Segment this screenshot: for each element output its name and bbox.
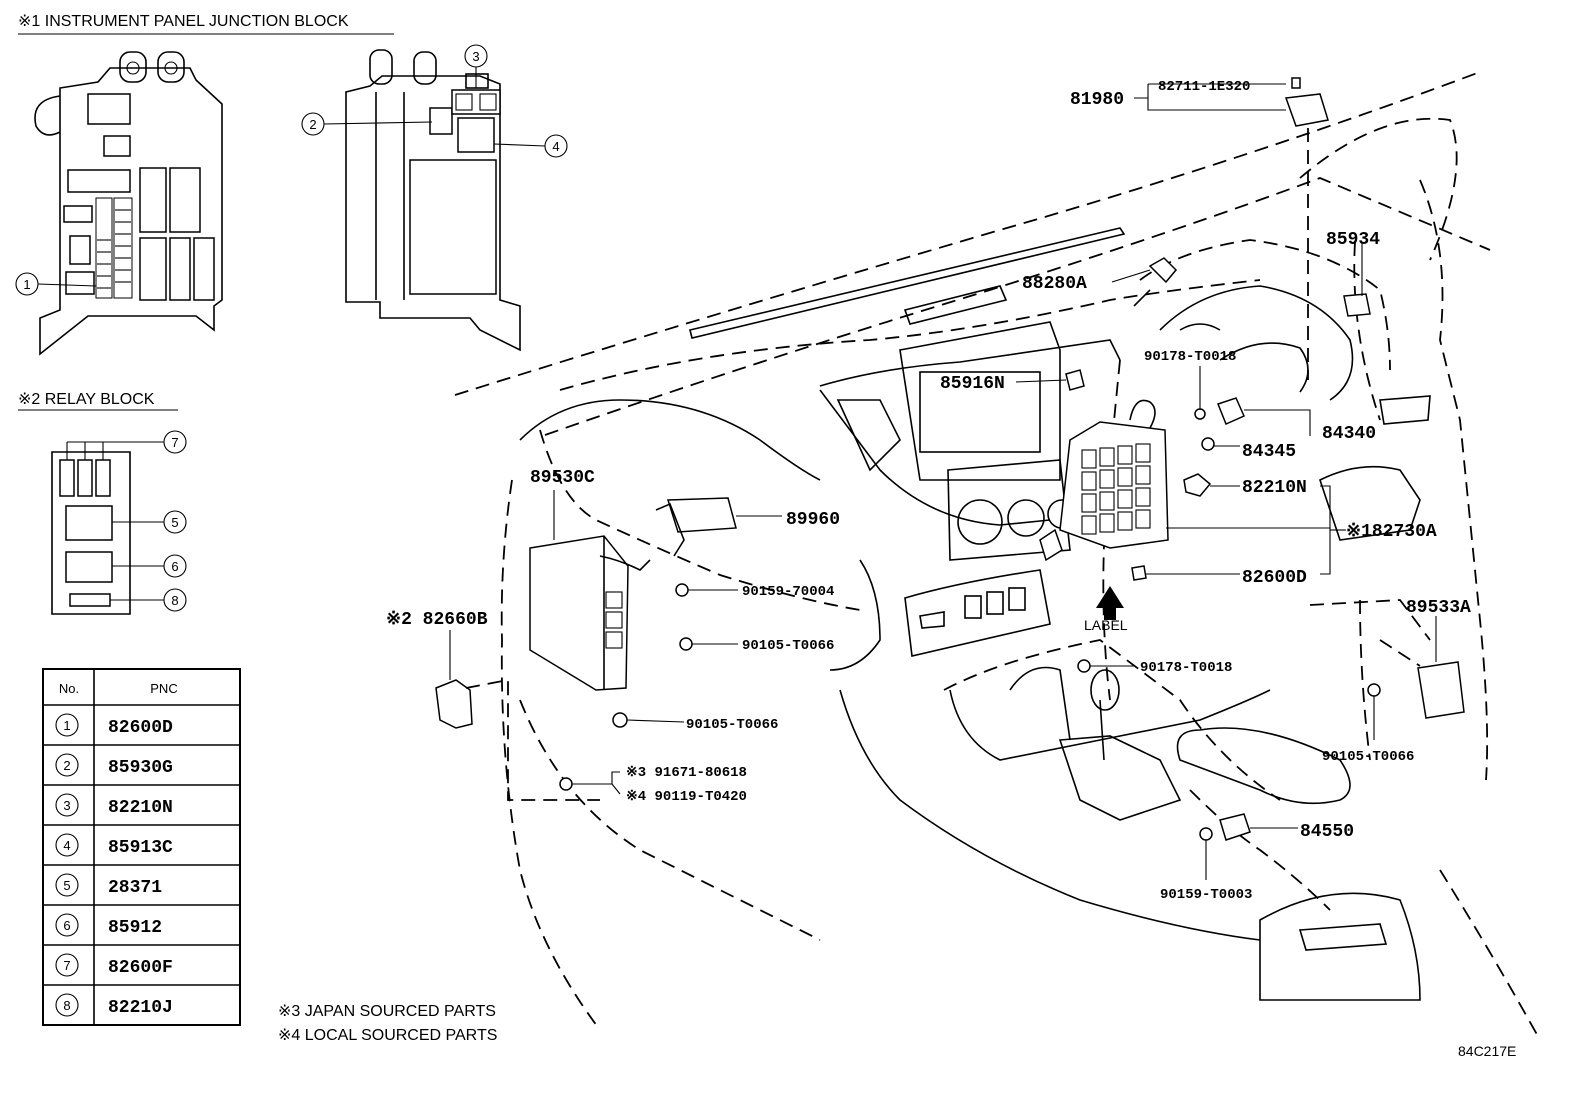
label-90105-t0066-mid: 90105-T0066 xyxy=(742,638,834,654)
part-labels: 81980 82711-1E320 85934 88280A 85916N 90… xyxy=(386,79,1471,903)
callout-7-circle xyxy=(163,430,187,454)
part-84550 xyxy=(1219,813,1251,841)
relay-85934 xyxy=(1343,293,1371,317)
table-row-no: 2 xyxy=(63,758,70,773)
part-89533a xyxy=(1417,661,1465,719)
junction-block-installed xyxy=(1039,399,1169,562)
note-local-sourced: ※4 LOCAL SOURCED PARTS xyxy=(278,1027,497,1044)
note-japan-sourced: ※3 JAPAN SOURCED PARTS xyxy=(278,1003,496,1020)
label-90178-t0018-upper: 90178-T0018 xyxy=(1144,349,1236,365)
dashboard-illustration xyxy=(454,71,1541,1041)
table-row-no: 7 xyxy=(63,958,70,973)
table-row-no: 6 xyxy=(63,918,70,933)
table-row: 4 85913C xyxy=(55,833,173,858)
label-90105-t0066-low: 90105-T0066 xyxy=(686,717,778,733)
label-90178-t0018-lower: 90178-T0018 xyxy=(1140,660,1232,676)
leader-lines xyxy=(449,83,1437,880)
relay-block-title: ※2 RELAY BLOCK xyxy=(18,391,155,408)
label-82210n: 82210N xyxy=(1242,478,1307,498)
part-85916n xyxy=(1065,369,1085,391)
table-row-no: 3 xyxy=(63,798,70,813)
table-row: 3 82210N xyxy=(55,793,173,818)
callout-2: 2 xyxy=(309,117,316,132)
label-89960: 89960 xyxy=(786,510,840,530)
table-header-pnc: PNC xyxy=(150,681,177,696)
parts-glyphs xyxy=(435,77,1465,841)
table-row: 2 85930G xyxy=(55,753,173,778)
figure-code: 84C217E xyxy=(1458,1043,1516,1059)
table-row: 7 82600F xyxy=(55,953,173,978)
junction-block-side-view: 3 2 4 xyxy=(301,44,568,352)
label-84340: 84340 xyxy=(1322,424,1376,444)
callout-1: 1 xyxy=(23,277,30,292)
junction-block-section: ※1 INSTRUMENT PANEL JUNCTION BLOCK xyxy=(15,13,568,356)
label-82600d: 82600D xyxy=(1242,568,1307,588)
label-label-arrow: LABEL xyxy=(1084,617,1128,633)
label-82730a: ※182730A xyxy=(1346,522,1437,542)
callout-5: 5 xyxy=(171,515,178,530)
table-row: 8 82210J xyxy=(55,993,173,1018)
label-arrow-icon xyxy=(1096,586,1124,620)
part-82210n xyxy=(1183,473,1212,497)
table-row-pnc: 82600D xyxy=(108,718,173,738)
table-row-pnc: 82210J xyxy=(108,998,173,1018)
label-90159-t0003: 90159-T0003 xyxy=(1160,887,1252,903)
label-90159-70004: 90159-70004 xyxy=(742,584,834,600)
label-89530c: 89530C xyxy=(530,468,595,488)
callout-4: 4 xyxy=(552,139,559,154)
label-88280a: 88280A xyxy=(1022,274,1087,294)
table-row: 1 82600D xyxy=(55,713,173,738)
callout-5-circle xyxy=(163,510,187,534)
table-row: 5 28371 xyxy=(55,873,162,898)
table-row-no: 5 xyxy=(63,878,70,893)
table-row-no: 4 xyxy=(63,838,70,853)
callout-8: 8 xyxy=(171,593,178,608)
table-row-pnc: 82210N xyxy=(108,798,173,818)
table-row: 6 85912 xyxy=(55,913,162,938)
label-84550: 84550 xyxy=(1300,822,1354,842)
pnc-table: No. PNC 1 82600D 2 85930G 3 82210N 4 859… xyxy=(42,668,241,1026)
relay-81980 xyxy=(1284,93,1329,127)
table-row-pnc: 28371 xyxy=(108,878,162,898)
label-90119-t0420: ※4 90119-T0420 xyxy=(626,789,747,805)
relay-block-section: ※2 RELAY BLOCK 7 5 6 8 xyxy=(18,391,187,615)
label-84345: 84345 xyxy=(1242,442,1296,462)
label-81980: 81980 xyxy=(1070,90,1124,110)
label-82711-1e320: 82711-1E320 xyxy=(1158,79,1250,95)
callout-7: 7 xyxy=(171,435,178,450)
table-row-pnc: 85913C xyxy=(108,838,173,858)
junction-block-title: ※1 INSTRUMENT PANEL JUNCTION BLOCK xyxy=(18,13,349,30)
table-header-no: No. xyxy=(59,681,79,696)
table-row-no: 8 xyxy=(63,998,70,1013)
callout-6: 6 xyxy=(171,559,178,574)
callout-6-circle xyxy=(163,554,187,578)
label-89533a: 89533A xyxy=(1406,598,1471,618)
bracket-82660b xyxy=(435,679,473,729)
callout-8-circle xyxy=(163,588,187,612)
callout-3: 3 xyxy=(472,49,479,64)
part-89960 xyxy=(666,497,737,533)
label-90105-t0066-right: 90105-T0066 xyxy=(1322,749,1414,765)
label-85916n: 85916N xyxy=(940,374,1005,394)
part-88280a xyxy=(1148,257,1178,284)
part-84340 xyxy=(1217,397,1245,426)
table-row-pnc: 82600F xyxy=(108,958,173,978)
table-row-pnc: 85930G xyxy=(108,758,173,778)
table-row-no: 1 xyxy=(63,718,70,733)
label-85934: 85934 xyxy=(1326,230,1380,250)
junction-block-front-view: 1 xyxy=(15,51,223,356)
label-91671-80618: ※3 91671-80618 xyxy=(626,765,747,781)
table-row-pnc: 85912 xyxy=(108,918,162,938)
label-82660b: ※2 82660B xyxy=(386,610,488,630)
